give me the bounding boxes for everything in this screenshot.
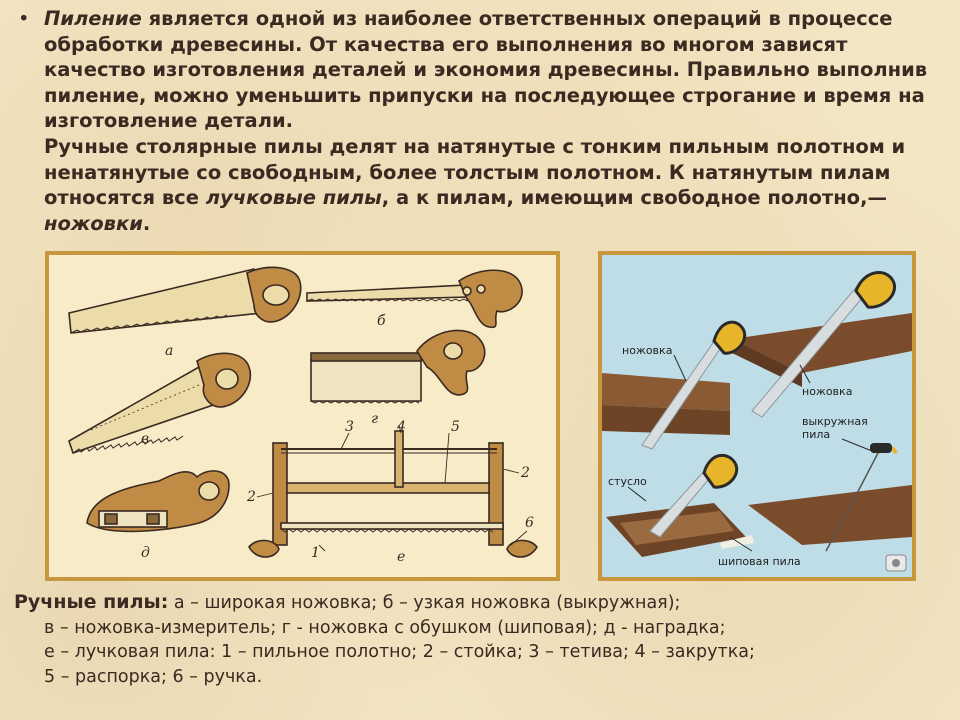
label-5: 5 <box>451 419 460 435</box>
intro-p2-start: Ручные столярные пилы делят на натянутые… <box>44 134 906 210</box>
saw-drawings-illustration: а б в г д е 1 2 2 3 4 5 6 <box>68 266 538 565</box>
label-2-right: 2 <box>520 465 530 481</box>
intro-p2-end: . <box>142 211 151 235</box>
board-bottom-right <box>748 485 912 545</box>
saw-photo-panel: ножовка ножовка выкружная пила стусло ши… <box>598 251 916 581</box>
narrow-hacksaw-drawing <box>306 269 523 329</box>
label-g: г <box>371 411 378 427</box>
label-v: в <box>141 431 149 447</box>
photo-label-coping-2: пила <box>802 428 830 441</box>
bullet-marker: • <box>18 7 30 30</box>
label-e: е <box>397 549 405 565</box>
bow-saw-drawing <box>248 430 538 558</box>
term-bow-saws: лучковые пилы <box>205 186 382 210</box>
label-b: б <box>377 313 386 329</box>
term-hacksaws: ножовки <box>44 211 143 235</box>
saw-photo-illustration: ножовка ножовка выкружная пила стусло ши… <box>602 255 912 577</box>
label-6: 6 <box>525 515 534 531</box>
photo-label-handsaw-1: ножовка <box>622 344 672 357</box>
label-3: 3 <box>345 419 354 435</box>
saw-drawings-panel: а б в г д е 1 2 2 3 4 5 6 <box>45 251 560 581</box>
caption-line-3: е – лучковая пила: 1 – пильное полотно; … <box>44 642 755 662</box>
fist-icon <box>885 554 907 572</box>
photo-label-tenon-saw: шиповая пила <box>718 555 801 568</box>
handsaw-photo-2 <box>751 271 897 418</box>
photo-label-handsaw-2: ножовка <box>802 385 852 398</box>
term-sawing: Пиление <box>44 7 142 30</box>
photo-label-coping-1: выкружная <box>802 415 868 428</box>
caption-line-2: в – ножовка-измеритель; г - ножовка с об… <box>44 617 726 638</box>
label-1: 1 <box>311 545 320 561</box>
intro-text: • Пиление является одной из наиболее отв… <box>18 6 948 236</box>
caption-title: Ручные пилы: <box>14 591 169 613</box>
board-left <box>602 373 730 435</box>
saw-set-drawing <box>86 470 230 533</box>
coping-saw-photo <box>825 443 898 552</box>
intro-p1-rest: является одной из наиболее ответственных… <box>44 7 928 133</box>
wide-handsaw-drawing <box>68 266 302 334</box>
miter-box-photo <box>606 454 754 557</box>
figure-caption: Ручные пилы: а – широкая ножовка; б – уз… <box>14 590 944 689</box>
label-2-left: 2 <box>246 489 256 505</box>
photo-label-miter-box: стусло <box>608 475 647 488</box>
caption-line-4: 5 – распорка; 6 – ручка. <box>44 666 263 687</box>
label-4: 4 <box>396 419 406 435</box>
intro-paragraph-1: Пиление является одной из наиболее ответ… <box>44 6 948 134</box>
measuring-handsaw-drawing <box>68 352 252 455</box>
handsaw-photo-1 <box>641 320 747 450</box>
label-a: а <box>165 343 173 359</box>
intro-p2-mid: , а к пилам, имеющим свободное полотно,— <box>381 186 887 210</box>
caption-line-1: Ручные пилы: а – широкая ножовка; б – уз… <box>14 590 944 616</box>
intro-paragraph-2: Ручные столярные пилы делят на натянутые… <box>44 134 948 236</box>
label-d: д <box>141 545 150 561</box>
back-saw-drawing <box>310 329 486 404</box>
caption-line-1-rest: а – широкая ножовка; б – узкая ножовка (… <box>168 593 681 613</box>
